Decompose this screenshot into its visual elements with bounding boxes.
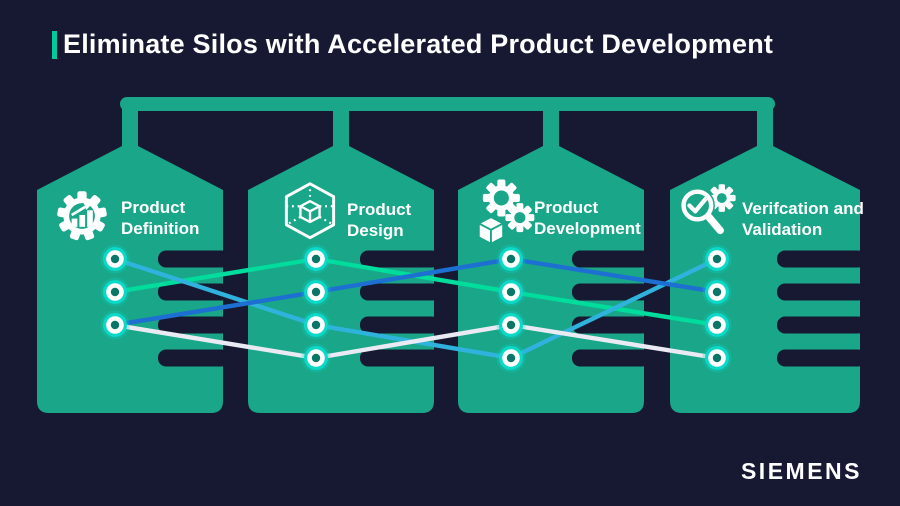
silo-slot xyxy=(158,316,229,334)
silo-slot xyxy=(158,283,229,301)
silo-slot xyxy=(360,316,440,334)
magnifier-check-icon xyxy=(679,184,736,235)
silo-label-product-development: Product Development xyxy=(534,198,641,238)
silo-slot xyxy=(777,316,866,334)
silo-slot xyxy=(777,250,866,268)
silo-slot xyxy=(158,349,229,367)
gear-chart-icon xyxy=(57,191,107,241)
silo-slot xyxy=(360,283,440,301)
node-hole xyxy=(712,353,722,363)
node-hole xyxy=(110,320,120,330)
header: Eliminate Silos with Accelerated Product… xyxy=(52,27,773,61)
flow-line-white xyxy=(112,322,720,361)
gear-hole xyxy=(493,190,509,206)
cube-icon xyxy=(284,182,336,240)
silo-neck-product-development xyxy=(543,104,559,152)
flow-line-blue xyxy=(112,256,720,328)
title-accent-bar xyxy=(52,31,57,59)
node-hole xyxy=(110,254,120,264)
silo-label-product-design: Product Design xyxy=(347,200,412,240)
silo-neck-verification-validation xyxy=(757,104,773,152)
node-hole xyxy=(311,254,321,264)
silo-slot xyxy=(572,283,650,301)
silo-slot xyxy=(158,250,229,268)
silo-label-product-definition: Product Definition xyxy=(121,198,200,238)
silo-slot xyxy=(572,349,650,367)
silo-neck-product-design xyxy=(333,104,349,152)
node-hole xyxy=(712,287,722,297)
node-hole xyxy=(712,254,722,264)
node-hole xyxy=(506,353,516,363)
silo-label-verification-validation: Verifcation and Validation xyxy=(742,199,864,239)
node-hole xyxy=(506,287,516,297)
node-hole xyxy=(311,353,321,363)
node-hole xyxy=(110,287,120,297)
node-hole xyxy=(311,320,321,330)
silo-slot xyxy=(360,349,440,367)
node-hole xyxy=(506,320,516,330)
node-hole xyxy=(506,254,516,264)
top-connector-bar xyxy=(120,97,775,111)
silo-slot xyxy=(572,250,650,268)
siemens-logo: SIEMENS xyxy=(740,458,862,484)
gear-hole xyxy=(514,212,526,224)
silo-slot xyxy=(777,283,866,301)
page-title: Eliminate Silos with Accelerated Product… xyxy=(63,29,774,59)
silo-neck-product-definition xyxy=(122,104,138,152)
silo-slot xyxy=(360,250,440,268)
silo-slot xyxy=(777,349,866,367)
gears-box-icon xyxy=(477,179,535,245)
gear-hole xyxy=(716,193,727,203)
node-hole xyxy=(712,320,722,330)
node-hole xyxy=(311,287,321,297)
